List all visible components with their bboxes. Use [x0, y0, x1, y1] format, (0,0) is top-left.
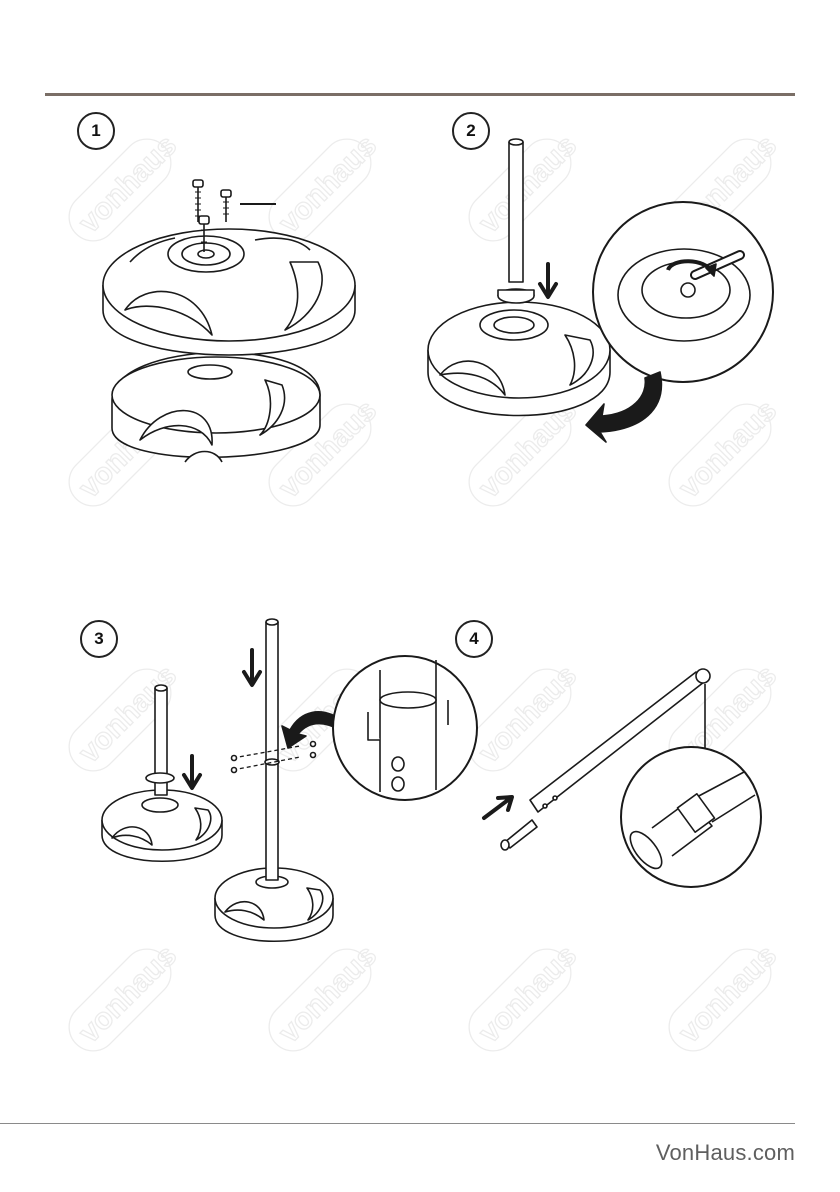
footer-brand-link[interactable]: VonHaus.com [656, 1140, 795, 1166]
detail-zoom-circle [621, 747, 761, 887]
base-top-half [103, 229, 355, 355]
arrow-diagonal-icon [484, 797, 512, 818]
detail-zoom-circle [333, 656, 477, 800]
watermark-text: vonhaus [473, 129, 584, 240]
step1-illustration [103, 180, 355, 462]
watermark-text: vonhaus [273, 129, 384, 240]
screw-icon [221, 190, 231, 222]
detail-zoom-circle [593, 202, 773, 382]
footer-divider [0, 1123, 795, 1124]
step-number-badge: 3 [80, 620, 118, 658]
step-number-badge: 4 [455, 620, 493, 658]
assembled-base [428, 302, 610, 416]
step-number-badge: 1 [77, 112, 115, 150]
tall-pole-with-base [215, 619, 333, 941]
arrow-down-icon [540, 264, 556, 297]
watermark-text: vonhaus [73, 939, 184, 1050]
watermark-text: vonhaus [673, 394, 784, 505]
step-number-badge: 2 [452, 112, 490, 150]
base-bottom-half [112, 352, 320, 462]
arrow-down-icon [244, 650, 260, 685]
watermark-text: vonhaus [673, 939, 784, 1050]
watermark-text: vonhaus [473, 939, 584, 1050]
watermark-text: vonhaus [473, 659, 584, 770]
watermark-text: vonhaus [273, 939, 384, 1050]
arrow-down-icon [184, 756, 200, 788]
